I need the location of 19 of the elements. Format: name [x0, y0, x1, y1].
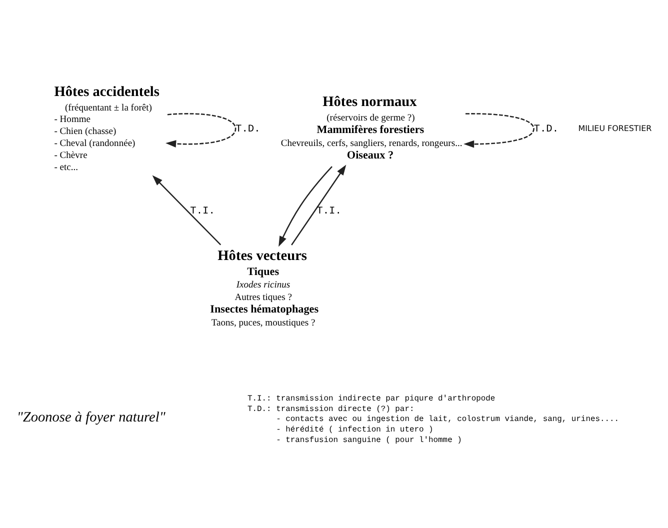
label: - contacts avec ou ingestion de lait, colostrum viande, sang, urines.... — [276, 414, 620, 424]
arrow — [166, 112, 236, 147]
node-text: Hôtes accidentels (fréquentant ± la forêt) - Homme - Chien (chasse) - Cheval (randonnée) - Chèvre - etc... — [54, 83, 160, 172]
arrow — [464, 112, 534, 148]
edge-label: T.I. — [316, 205, 342, 218]
edge-label: T.D. — [534, 123, 559, 136]
arrow — [291, 164, 346, 245]
edge-label: T.D. — [236, 123, 260, 136]
arrow — [152, 174, 222, 245]
node-text: Hôtes normaux (réservoirs de germe ?) Mammifères forestiers Chevreuils, cerfs, sangliers, renards, rongeurs... Oiseaux ? — [280, 94, 462, 161]
arrow — [278, 166, 332, 246]
label: MILIEU FORESTIER — [578, 123, 652, 132]
label: T.I.: transmission indirecte par piqure d'arthropode — [248, 394, 496, 403]
edge-label: T.I. — [190, 205, 215, 218]
label: - transfusion sanguine ( pour l'homme ) — [276, 435, 462, 444]
label: - hérédité ( infection in utero ) — [276, 425, 434, 434]
label: T.D.: transmission directe (?) par: — [248, 404, 414, 414]
node-text: Hôtes vecteurs Tiques Ixodes ricinus Autres tiques ? Insectes hématophages Taons, puces, moustiques ? — [210, 248, 319, 328]
label: "Zoonose à foyer naturel" — [16, 408, 166, 425]
